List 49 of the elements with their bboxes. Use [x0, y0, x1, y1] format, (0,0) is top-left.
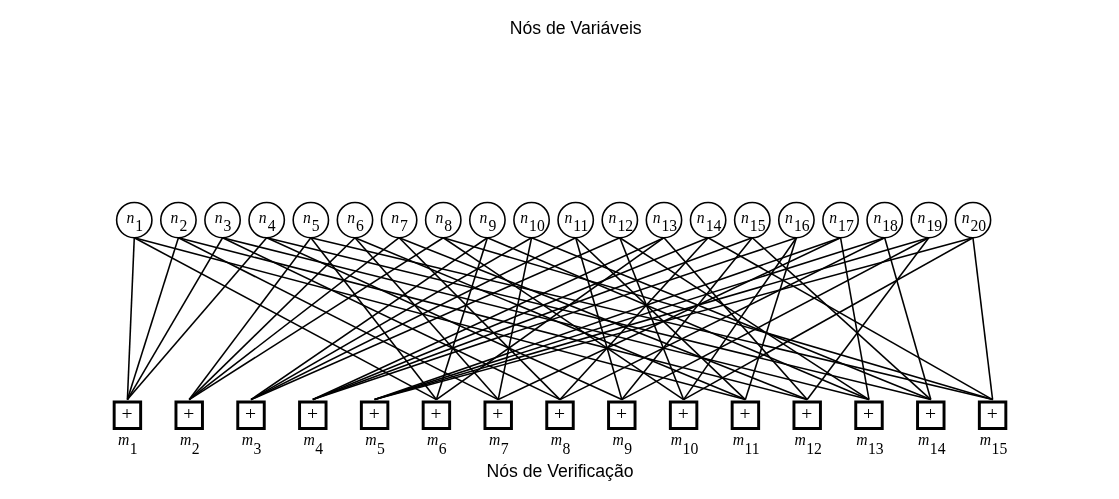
connector — [558, 236, 709, 401]
connector — [187, 236, 444, 401]
connector — [187, 236, 400, 401]
connector — [839, 236, 870, 401]
node-box: + — [235, 400, 266, 430]
node-box: + — [792, 400, 822, 430]
connector — [558, 236, 885, 401]
node-box: + — [853, 400, 884, 430]
connector — [353, 236, 499, 401]
node-box: + — [606, 400, 636, 430]
node-box: + — [112, 400, 142, 430]
diagram-title: Nós de Variáveis — [509, 18, 642, 39]
connector — [744, 236, 797, 401]
connector — [682, 236, 797, 401]
node-box: + — [359, 400, 389, 430]
connector — [618, 236, 870, 401]
node-box: + — [421, 400, 451, 430]
connector — [620, 236, 753, 401]
connector — [574, 236, 623, 401]
connector — [133, 236, 746, 401]
node-box: + — [977, 400, 1007, 430]
connector — [496, 236, 532, 401]
connector — [805, 236, 930, 401]
connector — [309, 236, 437, 401]
node-box: + — [668, 400, 698, 430]
connector — [883, 236, 932, 401]
connector — [397, 236, 561, 401]
connector — [126, 236, 267, 401]
connector — [126, 236, 179, 401]
node-box: + — [730, 400, 760, 430]
connector — [620, 236, 930, 401]
node-box: + — [915, 400, 945, 430]
connector — [126, 236, 223, 401]
connector — [133, 236, 437, 401]
node-box: + — [544, 400, 575, 430]
caption: Nós de Verificação — [485, 461, 634, 482]
node-box: + — [174, 400, 204, 430]
node-box: + — [483, 400, 513, 430]
connector — [530, 236, 932, 401]
node-box: + — [297, 400, 328, 430]
connector — [435, 236, 488, 401]
connector — [750, 236, 932, 401]
connector — [177, 236, 499, 401]
connector — [177, 236, 808, 401]
connector — [574, 236, 746, 401]
connector — [618, 236, 684, 401]
connector — [187, 236, 356, 401]
connector — [662, 236, 808, 401]
connector — [971, 236, 993, 401]
